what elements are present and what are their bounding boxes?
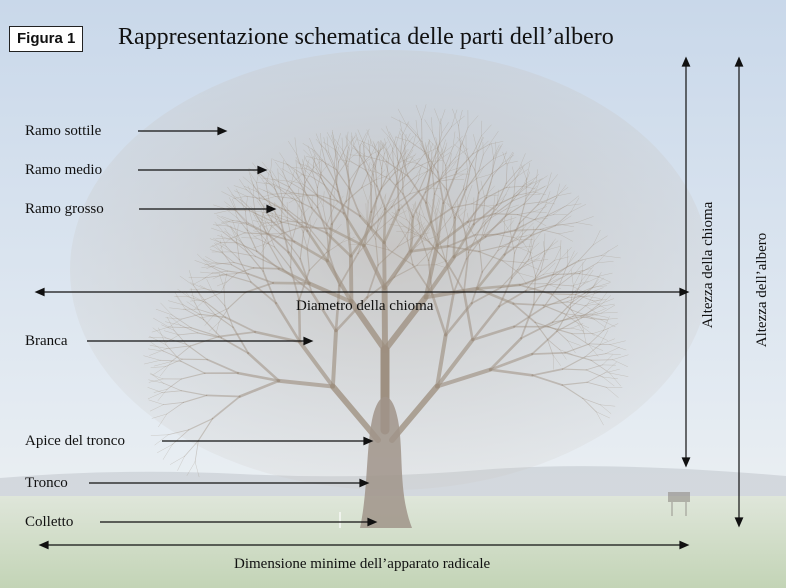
- arrowhead-branca: [303, 336, 314, 346]
- arrowhead-ramo-sottile: [217, 126, 228, 136]
- label-tronco: Tronco: [25, 475, 68, 491]
- label-ramo-sottile: Ramo sottile: [25, 123, 102, 139]
- label-diametro-chioma: Diametro della chioma: [296, 298, 434, 314]
- tree-branches: [143, 104, 629, 478]
- label-altezza-albero: Altezza dell’albero: [754, 232, 770, 348]
- label-altezza-chioma: Altezza della chioma: [700, 201, 716, 329]
- arrowhead-apice-tronco: [363, 436, 374, 446]
- dimension-arrows: [34, 56, 744, 550]
- label-branca: Branca: [25, 333, 68, 349]
- label-apice-tronco: Apice del tronco: [25, 433, 125, 449]
- arrowhead-colletto: [367, 517, 378, 527]
- label-colletto: Colletto: [25, 514, 74, 530]
- figure-title: Rappresentazione schematica delle parti …: [118, 24, 614, 50]
- arrowhead-tronco: [359, 478, 370, 488]
- figure-tag: Figura 1: [9, 26, 84, 52]
- arrowhead-ramo-grosso: [266, 204, 277, 214]
- label-ramo-grosso: Ramo grosso: [25, 201, 104, 217]
- label-ramo-medio: Ramo medio: [25, 162, 103, 178]
- label-apparato-radicale: Dimensione minime dell’apparato radicale: [234, 556, 491, 572]
- arrowhead-ramo-medio: [257, 165, 268, 175]
